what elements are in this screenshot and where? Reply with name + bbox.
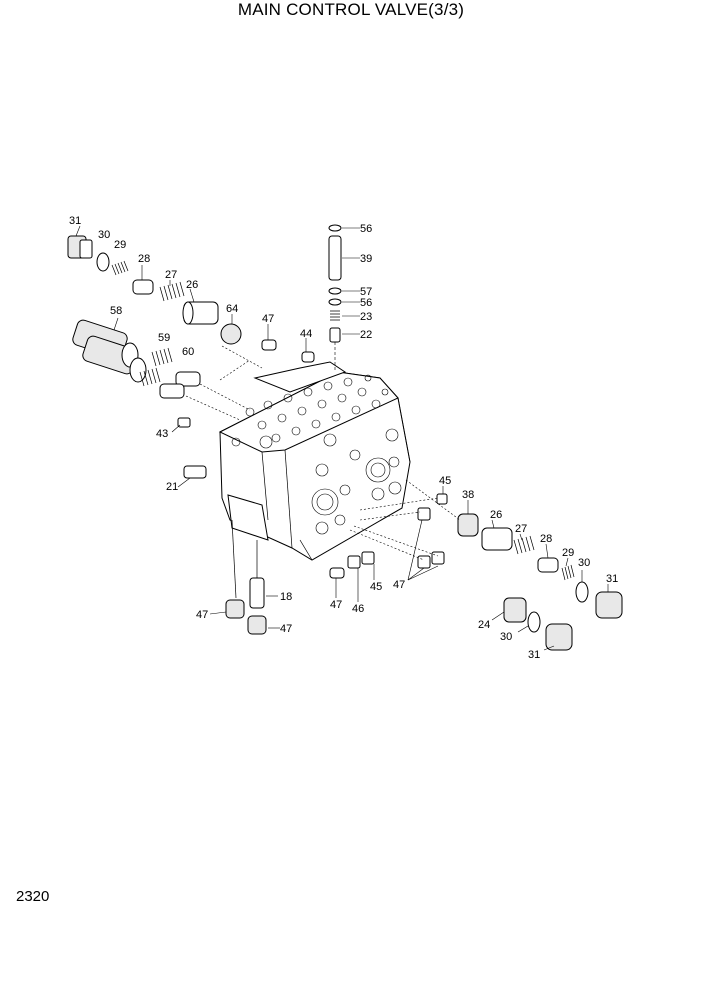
callout-28: 28 [138, 253, 150, 265]
callout-23: 23 [360, 311, 372, 323]
callout-22: 22 [360, 329, 372, 341]
callout-45: 45 [370, 581, 382, 593]
callout-47: 47 [393, 579, 405, 591]
callout-26: 26 [186, 279, 198, 291]
valve-body [218, 361, 411, 561]
left-parts [72, 319, 201, 428]
vertical-stack-parts [328, 224, 342, 372]
callout-30: 30 [578, 557, 590, 569]
callout-30: 30 [98, 229, 110, 241]
callout-31: 31 [69, 215, 81, 227]
callout-46: 46 [352, 603, 364, 615]
callout-21: 21 [166, 481, 178, 493]
callout-47: 47 [280, 623, 292, 635]
upper-left-parts [67, 235, 315, 363]
callout-27: 27 [515, 523, 527, 535]
bottom-left-parts [183, 465, 267, 635]
callout-31: 31 [606, 573, 618, 585]
callout-38: 38 [462, 489, 474, 501]
callout-30: 30 [500, 631, 512, 643]
callout-24: 24 [478, 619, 490, 631]
leader-lines [75, 225, 609, 651]
callout-29: 29 [562, 547, 574, 559]
callout-60: 60 [182, 346, 194, 358]
page-number: 2320 [16, 888, 50, 905]
callout-58: 58 [110, 305, 122, 317]
callout-26: 26 [490, 509, 502, 521]
callout-29: 29 [114, 239, 126, 251]
callout-47: 47 [330, 599, 342, 611]
callout-47: 47 [262, 313, 274, 325]
callout-labels: 31 30 29 28 27 26 64 47 44 58 59 60 43 5… [69, 215, 618, 661]
callout-56: 56 [360, 297, 372, 309]
callout-43: 43 [156, 428, 168, 440]
callout-39: 39 [360, 253, 372, 265]
callout-27: 27 [165, 269, 177, 281]
callout-47: 47 [196, 609, 208, 621]
callout-57: 57 [360, 286, 372, 298]
callout-64: 64 [226, 303, 238, 315]
callout-31: 31 [528, 649, 540, 661]
callout-18: 18 [280, 591, 292, 603]
callout-45: 45 [439, 475, 451, 487]
right-side-parts [329, 493, 623, 651]
callout-56: 56 [360, 223, 372, 235]
page-title: MAIN CONTROL VALVE(3/3) [237, 0, 465, 19]
callout-28: 28 [540, 533, 552, 545]
callout-59: 59 [158, 332, 170, 344]
callout-44: 44 [300, 328, 312, 340]
